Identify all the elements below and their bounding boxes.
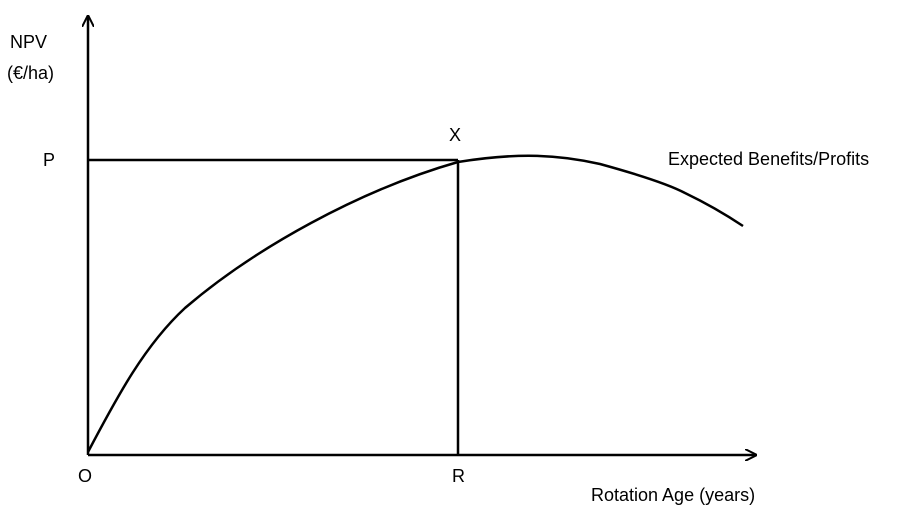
origin-label: O	[78, 466, 93, 486]
curve-label: Expected Benefits/Profits	[668, 149, 870, 169]
r-label: R	[452, 466, 465, 486]
y-axis-label-npv: NPV	[10, 32, 48, 52]
x-axis-label: Rotation Age (years)	[591, 485, 756, 505]
x-point-label: X	[449, 125, 462, 145]
expected-benefits-curve	[86, 154, 744, 453]
p-label: P	[43, 150, 56, 170]
y-axis-label-unit: (€/ha)	[7, 63, 55, 83]
